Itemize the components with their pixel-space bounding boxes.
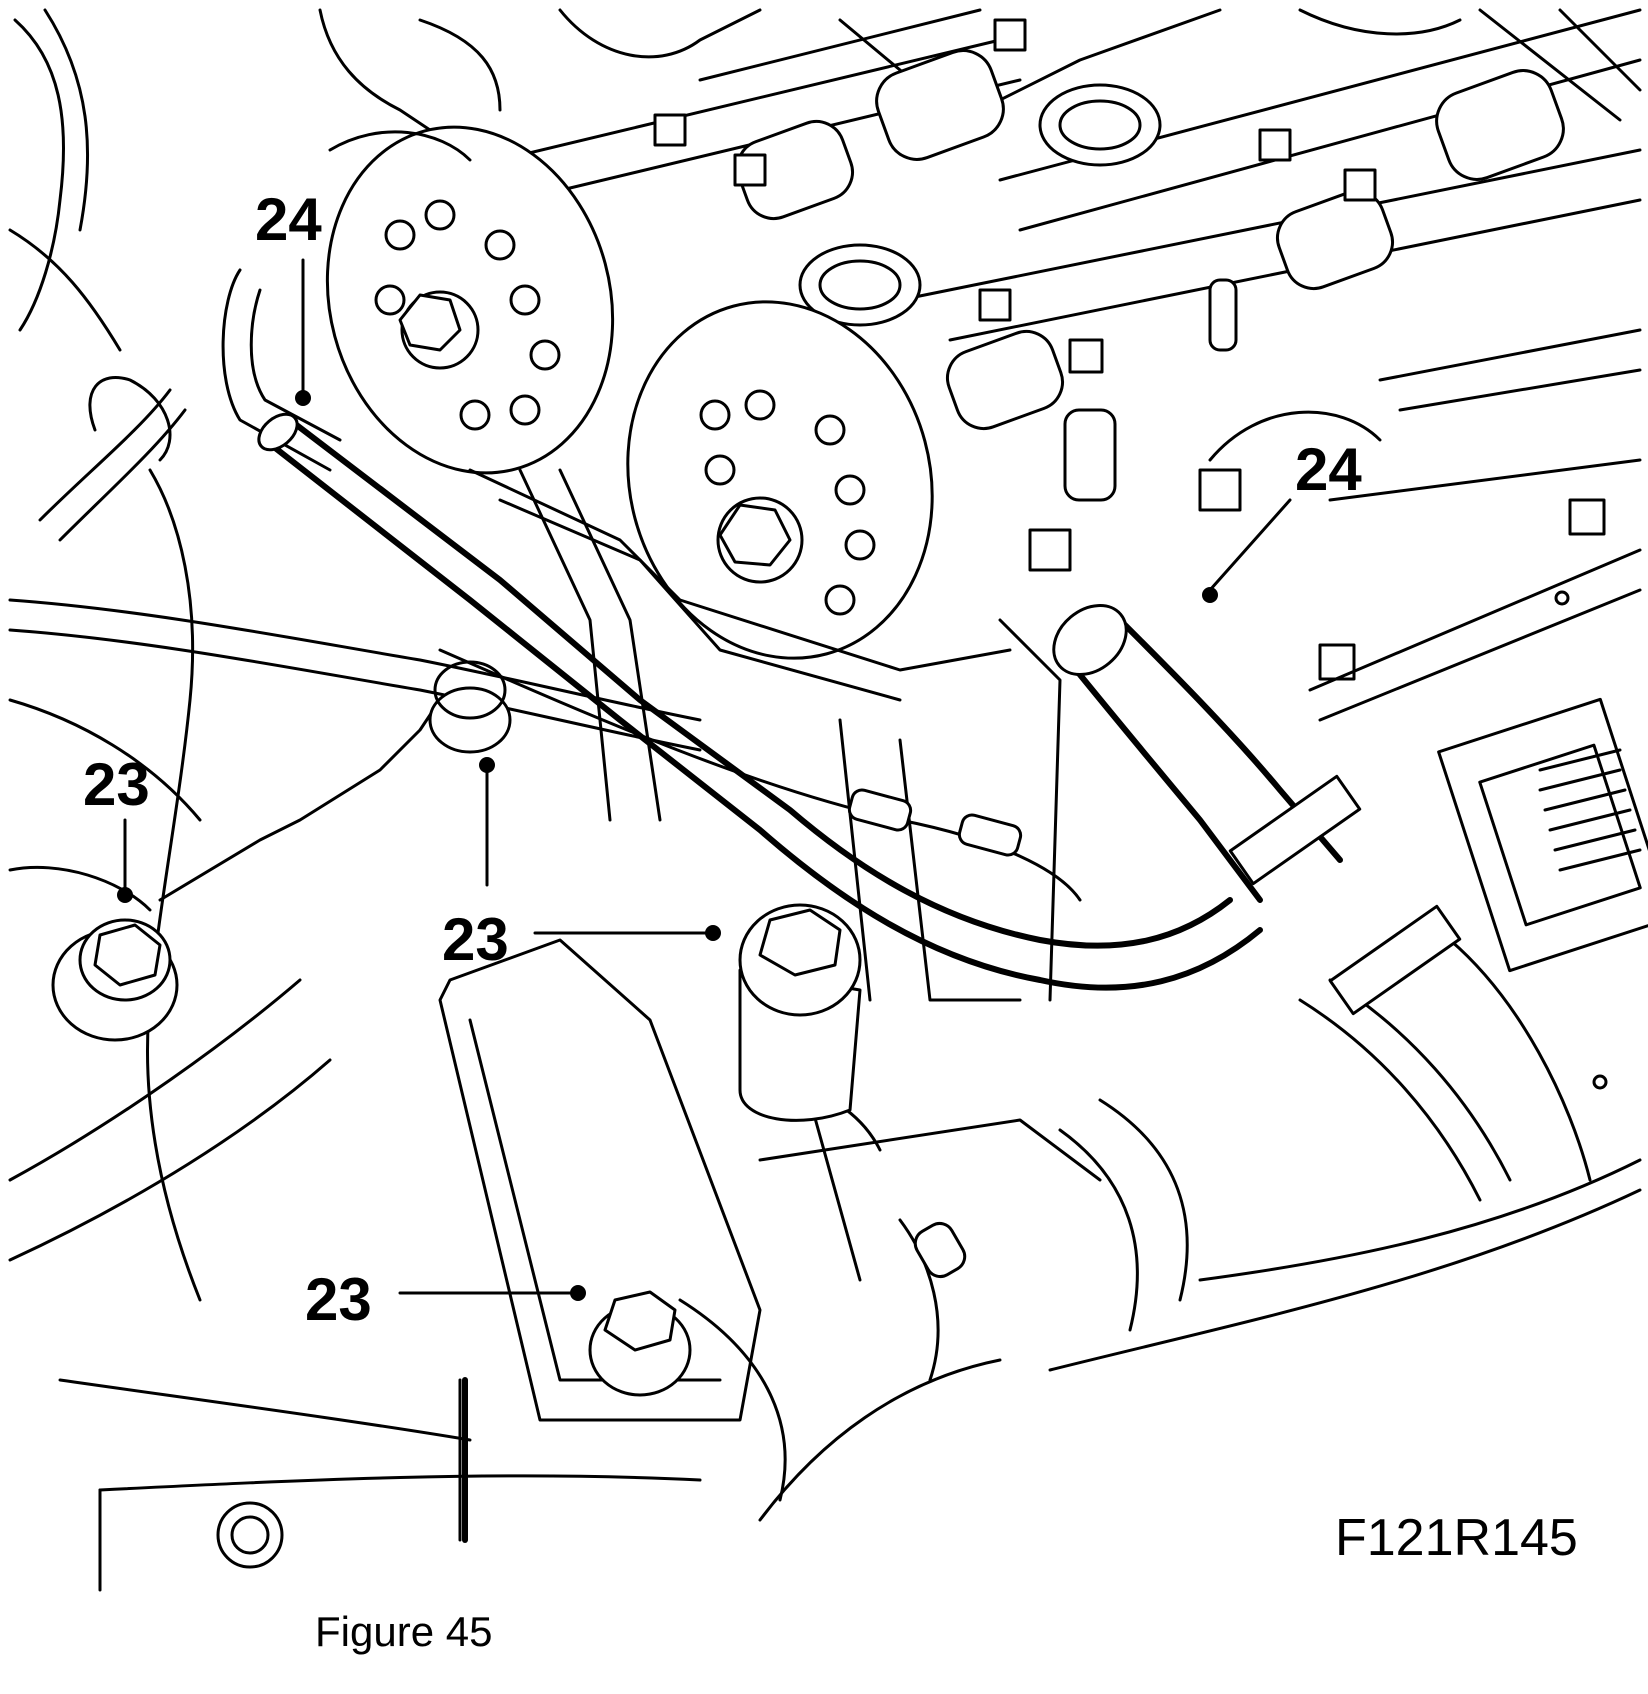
callout-leaders <box>117 258 1292 1301</box>
timing-cover <box>221 130 1062 1002</box>
camshaft-gear-upper <box>325 125 615 475</box>
mount-bolt-left <box>51 918 179 1042</box>
engine-block-outline <box>8 8 1648 1592</box>
engine-mount-bracket <box>158 698 882 1543</box>
callout-23-bottom: 23 <box>305 1266 372 1333</box>
mount-bolt-upper <box>428 660 512 754</box>
camshaft-gear-lower <box>626 300 934 660</box>
callout-24-right: 24 <box>1295 436 1362 503</box>
callout-23-left: 23 <box>83 751 150 818</box>
callout-23-center: 23 <box>442 906 509 973</box>
coolant-hose <box>257 412 1462 1016</box>
callout-24-top-left: 24 <box>255 186 322 253</box>
mount-bolt-bottom <box>588 1290 692 1397</box>
mount-bolt-center <box>738 903 862 1122</box>
sump-plug <box>216 1501 284 1569</box>
figure-code: F121R145 <box>1335 1509 1578 1567</box>
figure-caption: Figure 45 <box>315 1608 493 1655</box>
